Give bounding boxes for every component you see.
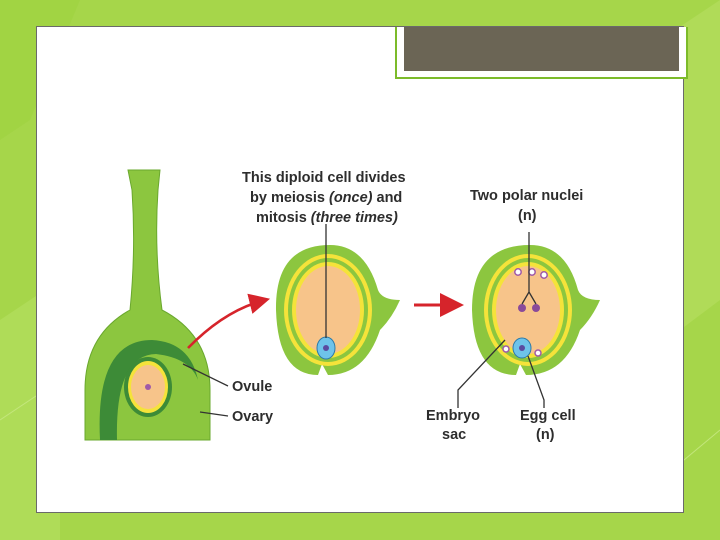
polar-nucleus — [518, 304, 526, 312]
ovule-nucleus — [145, 384, 151, 390]
process-arrow-1 — [188, 300, 265, 348]
embryo-sac-label: Embryo — [426, 408, 480, 424]
ovule-label: Ovule — [232, 379, 272, 395]
diploid-caption-line2: by meiosis (once) and — [250, 190, 402, 206]
diploid-caption-line1: This diploid cell divides — [242, 170, 406, 186]
ovary-label: Ovary — [232, 409, 273, 425]
polar-nuclei-label: Two polar nuclei — [470, 188, 583, 204]
pistil — [85, 170, 210, 440]
title-tab — [395, 27, 688, 79]
title-bar — [404, 27, 679, 71]
polar-nuclei-ploidy: (n) — [518, 208, 537, 224]
diploid-caption-line3: mitosis (three times) — [256, 210, 398, 226]
egg-cell-label: Egg cell — [520, 408, 576, 424]
polar-nucleus — [532, 304, 540, 312]
ovule-middle — [276, 245, 400, 375]
egg-cell-ploidy: (n) — [536, 427, 555, 443]
embryo-sac-diagram: Ovule Ovary This diploid cell divides b — [60, 150, 620, 445]
embryo-sac-label-2: sac — [442, 427, 466, 443]
